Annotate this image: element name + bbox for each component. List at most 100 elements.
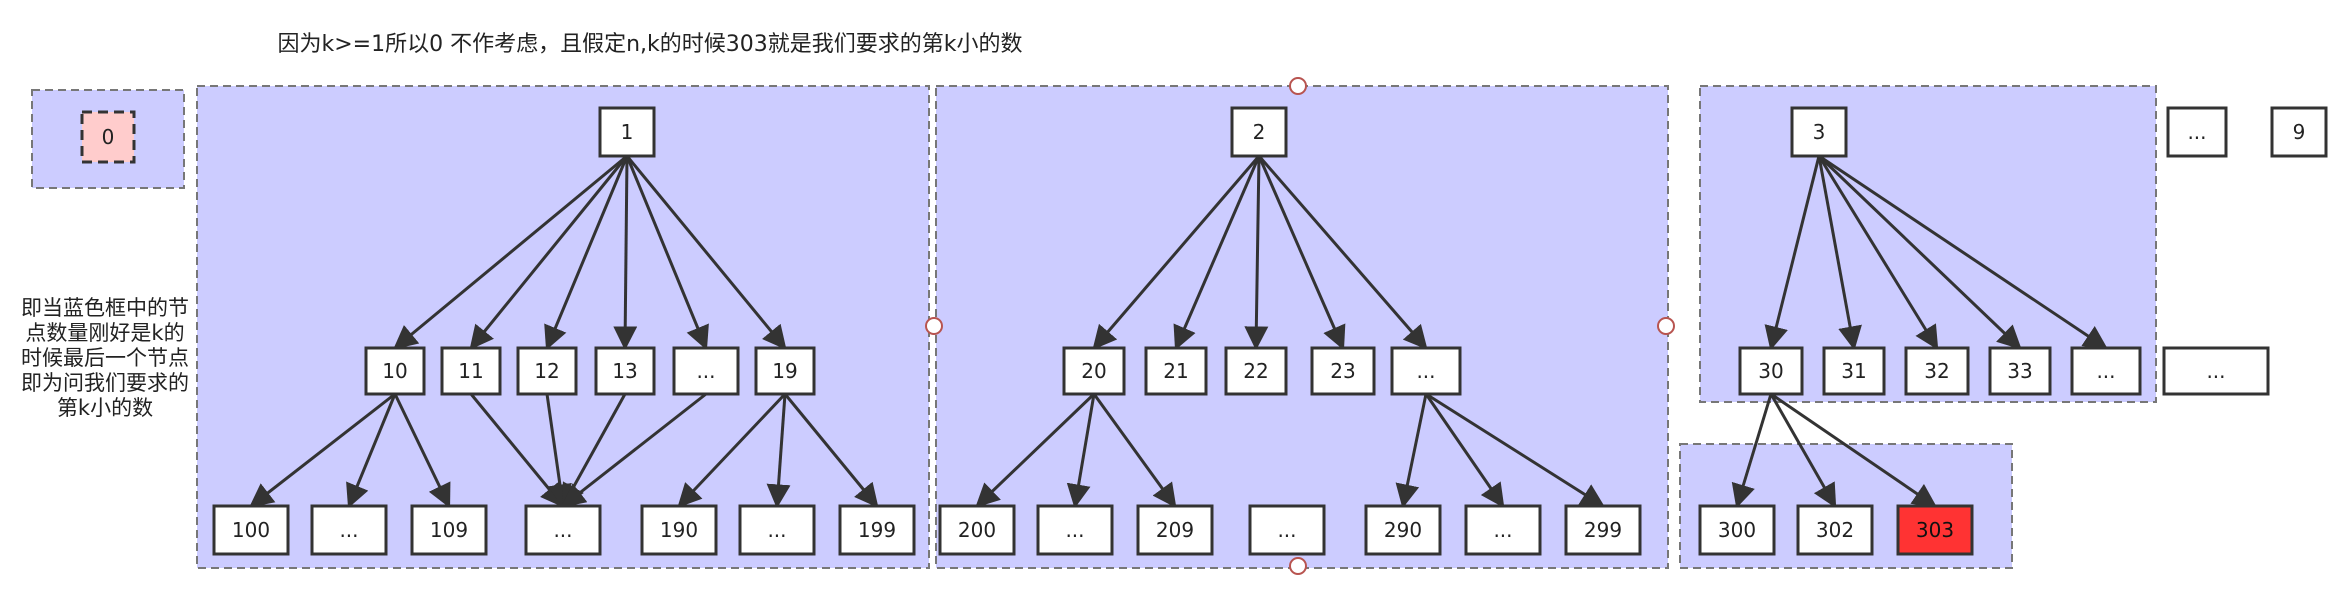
- node-label-n209: 209: [1156, 518, 1194, 542]
- node-label-n22: 22: [1243, 359, 1268, 383]
- node-label-n20: 20: [1081, 359, 1106, 383]
- node-n190: 190: [640, 504, 718, 556]
- group-root-2: [935, 85, 1669, 569]
- node-n302: 302: [1796, 504, 1874, 556]
- node-n303: 303: [1896, 504, 1974, 556]
- node-label-n30: 30: [1758, 359, 1783, 383]
- node-n299: 299: [1564, 504, 1642, 556]
- node-n199: 199: [838, 504, 916, 556]
- edge-n10-n100: [249, 392, 396, 508]
- node-label-n32: 32: [1924, 359, 1949, 383]
- node-label-root-9: 9: [2293, 120, 2306, 144]
- edge-n30-n303: [1770, 392, 1937, 508]
- node-label-n302: 302: [1816, 518, 1854, 542]
- node-n23: 23: [1310, 346, 1376, 396]
- node-n20x: ...: [1036, 504, 1114, 556]
- node-label-n12: 12: [534, 359, 559, 383]
- node-n13: 13: [594, 346, 656, 396]
- node-n21: 21: [1144, 346, 1208, 396]
- node-n2x: ...: [1390, 346, 1462, 396]
- edge-root_2-n20: [1092, 155, 1261, 350]
- edge-root_1-n13: [613, 155, 638, 351]
- edge-n12-n1xx: [545, 393, 572, 509]
- edge-n10-n10x: [346, 393, 397, 509]
- edge-root_1-n10: [393, 154, 628, 350]
- node-label-n303: 303: [1916, 518, 1954, 542]
- node-n200: 200: [938, 504, 1016, 556]
- edge-n2x-n290: [1395, 393, 1428, 509]
- node-n300: 300: [1698, 504, 1776, 556]
- top-annotation: 因为k>=1所以0 不作考虑，且假定n,k的时候303就是我们要求的第k小的数: [277, 32, 1023, 57]
- node-label-n290: 290: [1384, 518, 1422, 542]
- selection-handle-2[interactable]: [925, 317, 943, 335]
- node-label-n10: 10: [382, 359, 407, 383]
- node-label-root-3: 3: [1813, 120, 1826, 144]
- edge-n20-n200: [975, 392, 1096, 508]
- node-label-root-ellipsis: ...: [2187, 120, 2206, 144]
- edge-n30-n302: [1769, 393, 1837, 509]
- node-label-n2x: ...: [1416, 359, 1435, 383]
- node-label-n3x: ...: [2096, 359, 2115, 383]
- node-label-n13: 13: [612, 359, 637, 383]
- edge-n1x-n1xx: [561, 392, 707, 508]
- node-n31: 31: [1822, 346, 1886, 396]
- node-label-zero: 0: [102, 125, 115, 149]
- node-n29x: ...: [1464, 504, 1542, 556]
- selection-handle-4[interactable]: [1289, 557, 1307, 575]
- edge-root_3-n31: [1817, 155, 1862, 351]
- edge-root_2-n21: [1173, 155, 1261, 351]
- node-n3x: ...: [2070, 346, 2142, 396]
- edge-root_1-n19: [625, 155, 787, 350]
- node-label-n31: 31: [1841, 359, 1866, 383]
- edge-n10-n109: [393, 393, 451, 509]
- edge-n19-n199: [783, 393, 879, 508]
- node-root-1: 1: [598, 106, 656, 158]
- node-n10x: ...: [310, 504, 388, 556]
- node-label-n1x: ...: [696, 359, 715, 383]
- node-n20: 20: [1062, 346, 1126, 396]
- node-n109: 109: [410, 504, 488, 556]
- edge-n20-n209: [1092, 393, 1177, 508]
- node-label-n29x: ...: [1493, 518, 1512, 542]
- node-nxx: ...: [2162, 346, 2270, 396]
- edge-root_1-n1x: [625, 155, 709, 351]
- edge-root_2-n22: [1244, 155, 1269, 351]
- node-n1x: ...: [672, 346, 740, 396]
- node-label-n23: 23: [1330, 359, 1355, 383]
- node-label-n100: 100: [232, 518, 270, 542]
- edge-root_3-n30: [1764, 155, 1821, 351]
- node-label-n2xx: ...: [1277, 518, 1296, 542]
- node-n10: 10: [364, 346, 426, 396]
- node-label-n11: 11: [458, 359, 483, 383]
- node-label-n109: 109: [430, 518, 468, 542]
- node-n30: 30: [1738, 346, 1804, 396]
- node-root-3: 3: [1790, 106, 1848, 158]
- node-label-n300: 300: [1718, 518, 1756, 542]
- node-label-n299: 299: [1584, 518, 1622, 542]
- node-n32: 32: [1904, 346, 1970, 396]
- edge-root_3-n33: [1817, 154, 2022, 350]
- node-label-n1xx: ...: [553, 518, 572, 542]
- node-label-n33: 33: [2007, 359, 2032, 383]
- node-n2xx: ...: [1248, 504, 1326, 556]
- edge-n2x-n29x: [1424, 393, 1505, 508]
- node-label-n20x: ...: [1065, 518, 1084, 542]
- edge-root_2-n2x: [1257, 155, 1428, 350]
- node-n19x: ...: [738, 504, 816, 556]
- selection-handle-1[interactable]: [1289, 77, 1307, 95]
- edge-n19-n19x: [766, 393, 791, 509]
- node-label-n10x: ...: [339, 518, 358, 542]
- node-n33: 33: [1988, 346, 2052, 396]
- edge-root_1-n11: [469, 155, 629, 350]
- edge-n20-n20x: [1066, 393, 1096, 509]
- node-n22: 22: [1224, 346, 1288, 396]
- node-n290: 290: [1364, 504, 1442, 556]
- node-n1xx: ...: [524, 504, 602, 556]
- node-label-n199: 199: [858, 518, 896, 542]
- edge-n11-n1xx: [469, 393, 565, 508]
- node-n12: 12: [516, 346, 578, 396]
- selection-handle-3[interactable]: [1657, 317, 1675, 335]
- edge-n19-n190: [677, 392, 787, 508]
- edge-root_3-n32: [1817, 155, 1939, 351]
